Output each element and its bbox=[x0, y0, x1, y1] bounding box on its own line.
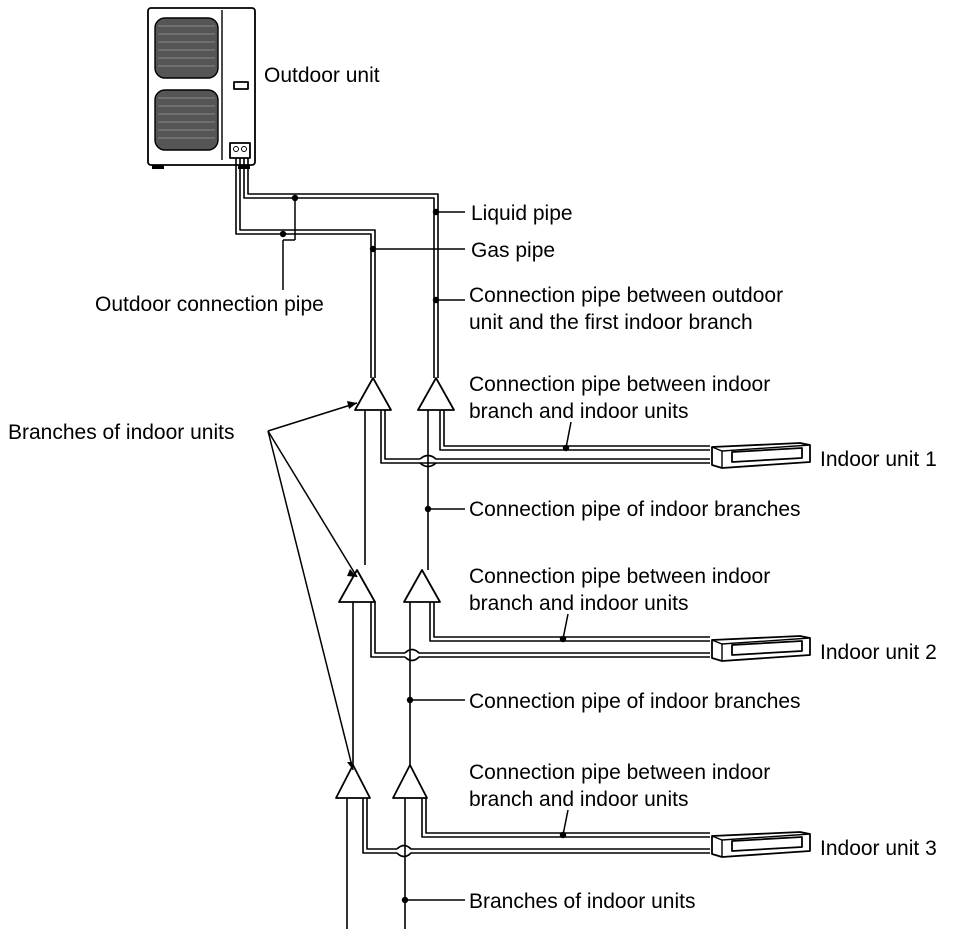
branch-level-3 bbox=[335, 764, 710, 929]
branch-pipe-1-label-line1: Connection pipe between indoor bbox=[469, 373, 770, 396]
gas-pipe-label: Gas pipe bbox=[471, 239, 555, 262]
liquid-pipe-leader bbox=[432, 208, 465, 216]
branch-pipe-2-label-line1: Connection pipe between indoor bbox=[469, 565, 770, 588]
y-branch-joint-icon bbox=[338, 569, 376, 603]
between-branches-2-label: Connection pipe of indoor branches bbox=[469, 690, 801, 713]
y-branch-joint-icon bbox=[335, 764, 371, 799]
ducted-indoor-unit-icon bbox=[711, 442, 811, 469]
outdoor-unit-label: Outdoor unit bbox=[264, 64, 380, 87]
ducted-indoor-unit-icon bbox=[711, 831, 811, 858]
branches-left-leaders bbox=[267, 401, 358, 771]
between-branches-1-leader bbox=[424, 505, 465, 513]
branches-bottom-leader bbox=[401, 896, 465, 904]
branch-pipe-2-leader bbox=[559, 613, 569, 643]
branch-pipe-1-label-line2: branch and indoor units bbox=[469, 400, 689, 423]
main-connection-pipe-leader bbox=[432, 296, 465, 304]
outdoor-connection-pipe-label: Outdoor connection pipe bbox=[95, 293, 324, 316]
branch-level-2 bbox=[338, 569, 710, 765]
branch-pipe-1-leader bbox=[562, 421, 572, 452]
branch-pipe-3-label-line1: Connection pipe between indoor bbox=[469, 761, 770, 784]
liquid-pipe-label: Liquid pipe bbox=[471, 202, 573, 225]
branch-pipe-2-label-line2: branch and indoor units bbox=[469, 592, 689, 615]
ducted-indoor-unit-icon bbox=[711, 635, 811, 662]
gas-pipe-leader bbox=[369, 245, 465, 253]
branch-pipe-3-label-line2: branch and indoor units bbox=[469, 788, 689, 811]
main-connection-pipe-label-line2: unit and the first indoor branch bbox=[469, 311, 753, 334]
y-branch-joint-icon bbox=[403, 569, 441, 603]
outdoor-condenser-unit-icon bbox=[147, 7, 256, 169]
branches-bottom-label: Branches of indoor units bbox=[469, 890, 695, 913]
branch-level-1 bbox=[354, 377, 710, 570]
outdoor-connection-pipe-leader bbox=[279, 194, 299, 290]
branch-pipe-3-leader bbox=[559, 809, 569, 839]
between-branches-2-leader bbox=[406, 696, 465, 704]
indoor-unit-2-label: Indoor unit 2 bbox=[820, 641, 937, 664]
branches-left-label: Branches of indoor units bbox=[8, 421, 234, 444]
main-connection-pipe-label-line1: Connection pipe between outdoor bbox=[469, 284, 783, 307]
y-branch-joint-icon bbox=[392, 764, 428, 799]
y-branch-joint-icon bbox=[417, 377, 455, 411]
between-branches-1-label: Connection pipe of indoor branches bbox=[469, 498, 801, 521]
indoor-unit-1-label: Indoor unit 1 bbox=[820, 448, 937, 471]
main-pipes bbox=[235, 158, 439, 378]
indoor-unit-3-label: Indoor unit 3 bbox=[820, 837, 937, 860]
y-branch-joint-icon bbox=[354, 377, 392, 411]
